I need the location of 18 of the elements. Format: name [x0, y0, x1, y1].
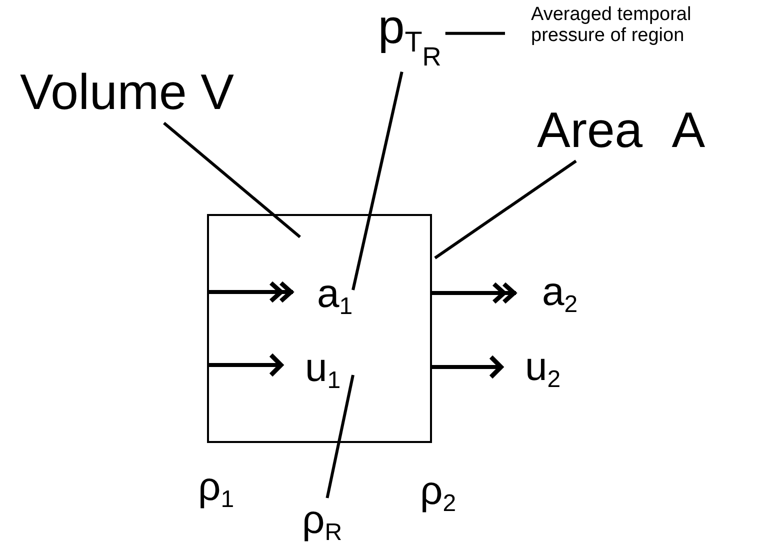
symbol-label: ρ$_{R}$ [302, 500, 342, 546]
leader-line [434, 160, 577, 260]
area-label: Area A [537, 105, 706, 155]
arrow [432, 354, 504, 380]
control-volume-box [207, 214, 432, 443]
leader-line [326, 374, 354, 498]
variable-label: a$_{1}$ [317, 274, 353, 320]
symbol-label: ρ$_{2}$ [420, 471, 456, 516]
leader-line [352, 72, 404, 290]
leader-line [163, 122, 301, 238]
description-text: Averaged temporal pressure of region [531, 5, 701, 47]
arrow [207, 352, 284, 378]
symbol-label: ρ$_{1}$ [198, 467, 234, 512]
variable-label: a$_{2}$ [542, 272, 578, 318]
volume-label: Volume V [20, 67, 234, 117]
variable-label: u$_{1}$ [305, 348, 341, 394]
leader-line [445, 32, 505, 35]
variable-label: u$_{2}$ [525, 347, 561, 392]
